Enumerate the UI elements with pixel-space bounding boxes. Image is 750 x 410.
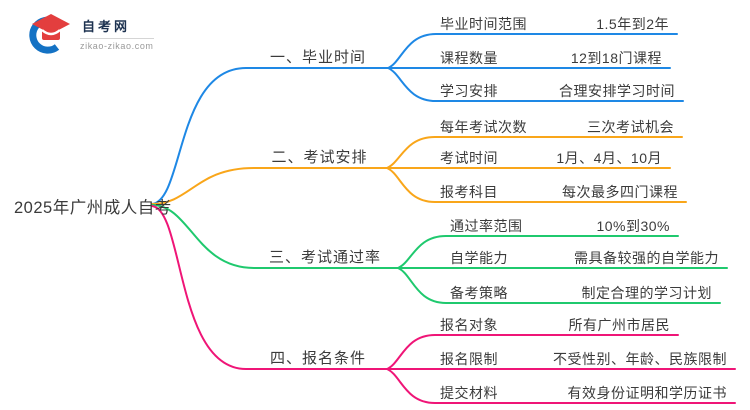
leaf-self-study-ability: 自学能力 需具备较强的自学能力 <box>447 248 727 268</box>
leaf-value: 需具备较强的自学能力 <box>574 250 719 266</box>
leaf-value: 所有广州市居民 <box>568 317 670 333</box>
leaf-required-documents: 提交材料 有效身份证明和学历证书 <box>437 383 735 403</box>
graduation-cap-icon <box>29 14 70 54</box>
leaf-course-count: 课程数量 12到18门课程 <box>437 48 670 68</box>
branch-4-leaf-1-line <box>386 334 679 370</box>
leaf-label: 提交材料 <box>440 385 498 401</box>
leaf-label: 课程数量 <box>440 50 498 66</box>
branch-2-leaf-3-line <box>386 167 687 203</box>
leaf-label: 报名对象 <box>440 317 498 333</box>
leaf-pass-rate-range: 通过率范围 10%到30% <box>447 216 678 236</box>
leaf-exams-per-year: 每年考试次数 三次考试机会 <box>437 117 682 137</box>
leaf-label: 考试时间 <box>440 150 498 166</box>
branch-3-leaf-1-line <box>397 235 679 269</box>
leaf-value: 1.5年到2年 <box>596 16 669 32</box>
leaf-value: 每次最多四门课程 <box>562 184 678 200</box>
logo-subtitle: zikao-zikao.com <box>80 40 154 51</box>
branch-1-label: 一、毕业时间 <box>269 49 366 66</box>
leaf-label: 毕业时间范围 <box>440 16 527 32</box>
branch-1-main-line <box>151 67 389 205</box>
leaf-value: 制定合理的学习计划 <box>581 285 712 301</box>
leaf-apply-restrictions: 报名限制 不受性别、年龄、民族限制 <box>437 349 735 369</box>
branch-4-leaf-3-line <box>386 368 736 404</box>
leaf-value: 10%到30% <box>596 218 670 234</box>
leaf-label: 报名限制 <box>440 351 498 367</box>
leaf-label: 备考策略 <box>450 285 508 301</box>
leaf-who-can-apply: 报名对象 所有广州市居民 <box>437 315 678 335</box>
leaf-value: 合理安排学习时间 <box>559 83 675 99</box>
leaf-label: 报考科目 <box>440 184 498 200</box>
branch-1-leaf-1-line <box>387 33 678 69</box>
branch-3-label: 三、考试通过率 <box>268 249 381 266</box>
leaf-label: 每年考试次数 <box>440 119 527 135</box>
leaf-study-plan: 学习安排 合理安排学习时间 <box>437 81 683 101</box>
leaf-prep-strategy: 备考策略 制定合理的学习计划 <box>447 283 720 303</box>
logo-title: 自考网 <box>80 16 154 39</box>
root-topic: 2025年广州成人自考 <box>14 199 172 217</box>
branch-4-main-line <box>151 205 388 370</box>
branch-2-main-line <box>151 167 388 205</box>
branch-2-leaf-1-line <box>386 136 683 169</box>
leaf-graduation-range: 毕业时间范围 1.5年到2年 <box>437 14 677 34</box>
leaf-value: 1月、4月、10月 <box>556 150 662 166</box>
leaf-label: 自学能力 <box>450 250 508 266</box>
site-logo[interactable]: 自考网 zikao-zikao.com <box>28 12 154 54</box>
logo-text: 自考网 zikao-zikao.com <box>80 16 154 51</box>
branch-3-main-line <box>151 204 399 269</box>
branch-2-label: 二、考试安排 <box>271 149 368 166</box>
leaf-label: 通过率范围 <box>450 218 523 234</box>
leaf-value: 有效身份证明和学历证书 <box>567 385 727 401</box>
leaf-value: 12到18门课程 <box>570 50 662 66</box>
branch-1-leaf-3-line <box>387 67 684 102</box>
leaf-label: 学习安排 <box>440 83 498 99</box>
branch-4-label: 四、报名条件 <box>269 350 366 367</box>
leaf-value: 三次考试机会 <box>587 119 674 135</box>
leaf-value: 不受性别、年龄、民族限制 <box>553 351 727 367</box>
leaf-exam-time: 考试时间 1月、4月、10月 <box>437 148 670 168</box>
branch-3-leaf-3-line <box>397 267 721 304</box>
leaf-exam-subjects: 报考科目 每次最多四门课程 <box>437 182 686 202</box>
